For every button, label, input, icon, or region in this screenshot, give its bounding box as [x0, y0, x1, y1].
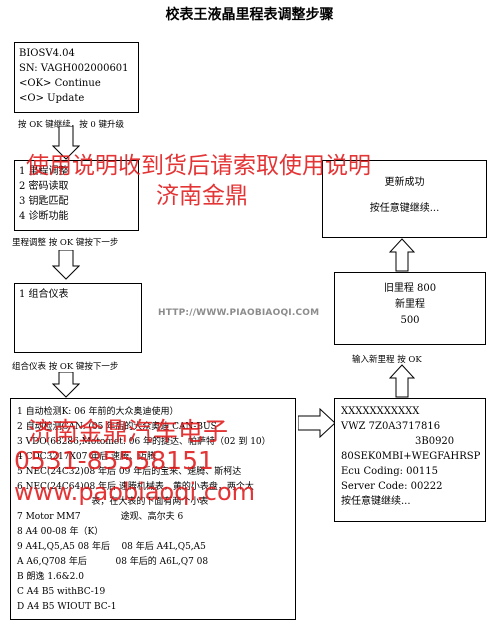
- ecu-line: Server Code: 00222: [341, 481, 443, 492]
- ecu-line: 按任意键继续...: [341, 496, 411, 507]
- bios-line: <O> Update: [19, 93, 85, 104]
- mileage-box: 旧里程 800 新里程 500: [334, 272, 486, 345]
- cluster-box: 1 组合仪表: [14, 283, 142, 353]
- ecu-line: VWZ 7Z0A3717816: [341, 421, 441, 432]
- mileage-line: 500: [400, 315, 420, 326]
- model-line: 3 VDO(68286,Motomet: 06 年的捷达、帕萨特（02 到 10…: [17, 437, 271, 447]
- ecu-line: Ecu Coding: 00115: [341, 466, 438, 477]
- menu-item: 2 密码读取: [19, 181, 69, 192]
- up-arrow-icon: [389, 238, 415, 272]
- model-line: D A4 B5 WIOUT BC-1: [17, 602, 117, 612]
- menu-item: 3 钥匙匹配: [19, 196, 69, 207]
- mileage-caption: 输入新里程 按 OK: [352, 355, 422, 365]
- success-line: 按任意键继续...: [369, 203, 440, 214]
- model-line: 1 自动检测K: 06 年前的大众奥迪使用）: [17, 407, 179, 417]
- ecu-line: 3B0920: [415, 436, 455, 447]
- ecu-line: XXXXXXXXXXX: [341, 406, 420, 417]
- cluster-item: 1 组合仪表: [19, 289, 69, 300]
- model-line: 表，在大表的下面有两个小表: [17, 497, 209, 507]
- model-line: A A6,Q708 年后 08 年后的 A6L,Q7 08: [17, 557, 209, 567]
- model-line: 6 NEC(24C64)08 年后 速腾机械表，黄的小表盘，两个大: [17, 482, 254, 492]
- menu-box: 1 里程调整 2 密码读取 3 钥匙匹配 4 诊断功能: [14, 160, 139, 231]
- mileage-line: 新里程: [395, 299, 425, 310]
- models-box: 1 自动检测K: 06 年前的大众奥迪使用） 2 自动检测CAN: (05 年后…: [10, 398, 296, 620]
- model-line: 9 A4L,Q5,A5 08 年后 08 年后 A4L,Q5,A5: [17, 542, 206, 552]
- red-watermark-4: 0531-85558151: [14, 446, 214, 475]
- red-watermark-3: 济南金鼎汽车电子: [28, 417, 229, 446]
- red-watermark-1: 使用说明收到货后请索取使用说明: [26, 153, 371, 179]
- page-title: 校表王液晶里程表调整步骤: [165, 7, 334, 23]
- up-arrow-icon: [389, 364, 415, 398]
- mileage-line: 旧里程 800: [383, 283, 437, 294]
- model-line: C A4 B5 withBC-19: [17, 587, 106, 597]
- down-arrow-icon: [52, 250, 80, 280]
- model-line: 4 CDC3217X07 年后 速腾、迈腾: [17, 452, 157, 462]
- red-watermark-2: 济南金鼎: [156, 183, 248, 209]
- ecu-line: 80SEK0MBI+WEGFAHRSP: [341, 451, 481, 462]
- success-box: 更新成功 按任意键继续...: [322, 160, 487, 238]
- model-line: 5 NEC(24C32)08 年后 09 年后的宝来、速腾、斯柯达: [17, 467, 242, 477]
- down-arrow-icon: [52, 372, 80, 398]
- bios-caption: 按 OK 键继续，按 0 键升级: [18, 120, 125, 130]
- model-line: 7 Motor MM7 途观、高尔夫 6: [17, 512, 184, 522]
- success-line: 更新成功: [384, 177, 425, 188]
- down-arrow-icon: [52, 126, 80, 160]
- bios-box: BIOSV4.04 SN: VAGH002000601 <OK> Continu…: [14, 42, 139, 113]
- bios-line: BIOSV4.04: [19, 48, 75, 59]
- right-arrow-icon: [298, 408, 336, 438]
- ecu-info-box: XXXXXXXXXXX VWZ 7Z0A3717816 3B0920 80SEK…: [334, 398, 486, 522]
- menu-item: 4 诊断功能: [19, 211, 69, 222]
- url-watermark: HTTP://WWW.PIAOBIAOQI.COM: [158, 308, 320, 318]
- cluster-caption: 组合仪表 按 OK 键按下一步: [12, 362, 119, 372]
- model-line: 2 自动检测CAN: (05 年后的大众奥迪 CAN-BUS: [17, 422, 217, 432]
- model-line: B 朗逸 1.6&2.0: [17, 572, 84, 582]
- menu-caption: 里程调整 按 OK 键按下一步: [12, 238, 119, 248]
- bios-line: SN: VAGH002000601: [19, 63, 129, 74]
- model-line: 8 A4 00-08 年（K）: [17, 527, 104, 537]
- red-watermark-5: www.paobiaoqi.com: [14, 478, 256, 506]
- menu-item: 1 里程调整: [19, 166, 69, 177]
- bios-line: <OK> Continue: [19, 78, 101, 89]
